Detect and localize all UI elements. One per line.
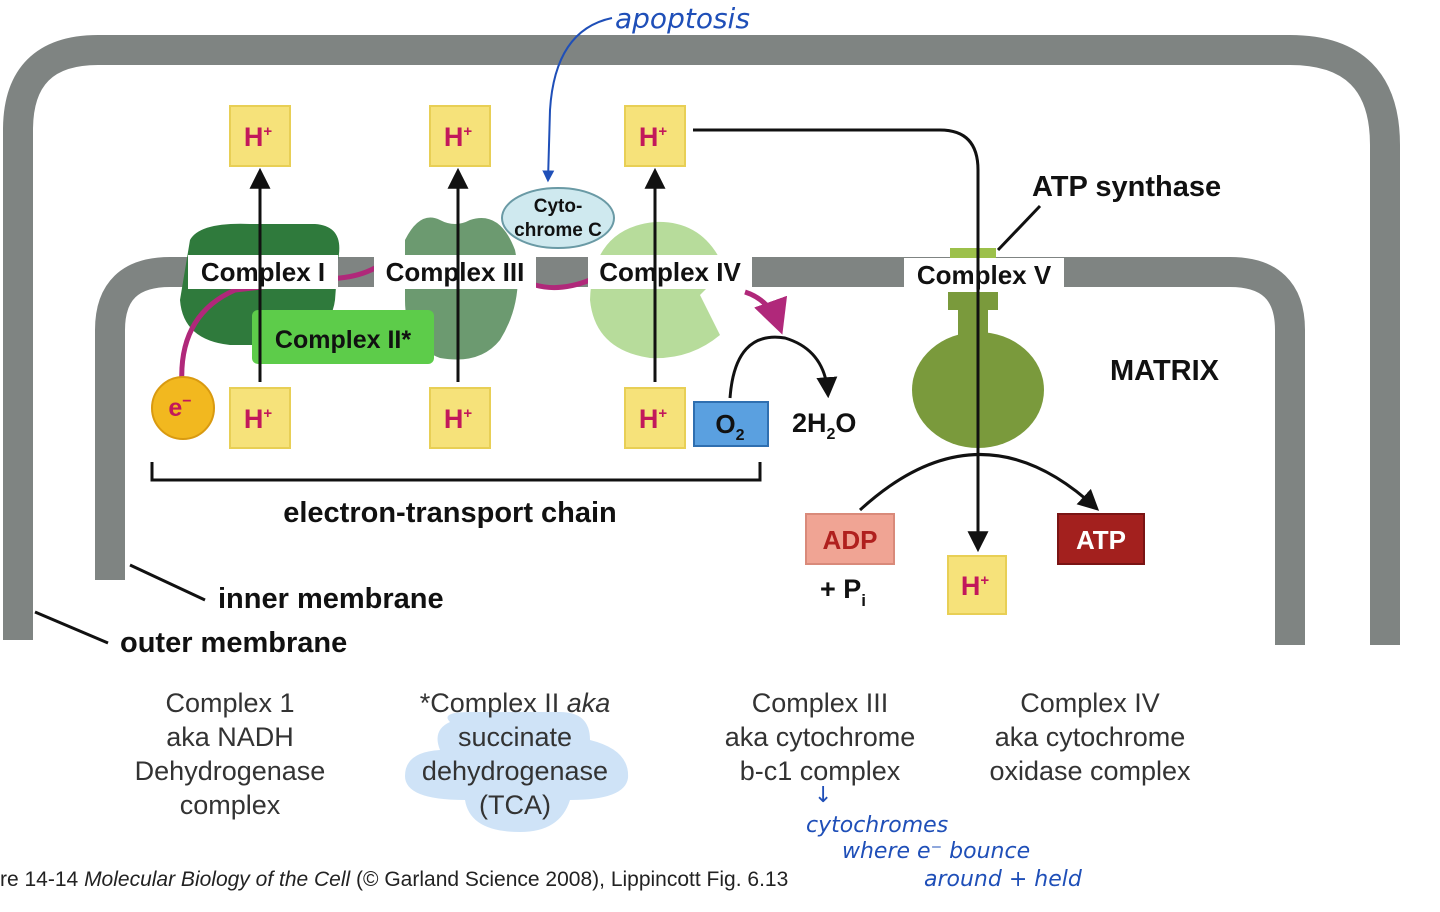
complex-4-shape (590, 221, 725, 359)
atp-synthase-stalk (950, 248, 996, 260)
caption-line: Dehydrogenase (134, 756, 326, 786)
caption-line: aka NADH (166, 722, 294, 752)
proton-return-arrow (693, 128, 989, 553)
svg-text:H+: H+ (444, 122, 473, 152)
h-plus-box: H+ (429, 387, 491, 449)
svg-text:H+: H+ (444, 404, 473, 434)
caption-complex-1: Complex 1 aka NADH Dehydrogenase complex (130, 686, 330, 822)
h-plus-box: H+ (947, 555, 1007, 615)
svg-text:H+: H+ (244, 404, 273, 434)
etc-label: electron-transport chain (283, 497, 617, 529)
caption-line: succinate (457, 722, 573, 752)
complex-3-label-box: Complex III (374, 255, 536, 289)
note-line: around + held (924, 867, 1082, 892)
caption-line: aka cytochrome (724, 722, 916, 752)
inner-membrane-label: inner membrane (218, 583, 444, 615)
svg-text:O2: O2 (715, 409, 744, 444)
caption-line: complex (179, 790, 281, 820)
svg-text:ADP: ADP (823, 525, 878, 555)
matrix-label: MATRIX (1110, 355, 1220, 387)
citation-book: Molecular Biology of the Cell (84, 868, 351, 891)
svg-text:H+: H+ (639, 404, 668, 434)
citation-figure: re 14-14 (0, 868, 85, 891)
caption-complex-4: Complex IV aka cytochrome oxidase comple… (965, 686, 1215, 788)
caption-line: b-c1 complex (739, 756, 901, 786)
o2-box: O2 (693, 401, 769, 447)
cytochrome-c-shape (501, 187, 615, 249)
svg-text:Complex V: Complex V (917, 260, 1052, 290)
complex-2-shape (252, 310, 434, 364)
atp-box: ATP (1057, 513, 1145, 565)
citation-publisher: (© Garland Science 2008), (350, 868, 611, 891)
outer-membrane-pointer (34, 610, 109, 645)
h-plus-box: H+ (229, 105, 291, 167)
atp-synthase-pointer (996, 204, 1042, 252)
complex-4-label-box: Complex IV (588, 255, 752, 289)
inner-membrane-pointer (129, 563, 206, 602)
caption-highlight (405, 712, 629, 832)
complex-1-label-box: Complex I (188, 255, 338, 289)
h-plus-box: H+ (229, 387, 291, 449)
caption-line: oxidase complex (989, 756, 1191, 786)
figure-citation: re 14-14 Molecular Biology of the Cell (… (0, 868, 788, 892)
atp-synthase-label: ATP synthase (1032, 171, 1221, 203)
svg-text:e−: e− (168, 393, 191, 422)
caption-line: dehydrogenase (421, 756, 609, 786)
etc-bracket (150, 462, 762, 482)
caption-line: Complex III (751, 688, 889, 718)
svg-text:Complex IV: Complex IV (599, 257, 741, 287)
caption-line: (TCA) (479, 790, 551, 820)
water-label: 2H2O (792, 408, 856, 443)
complex-5-label-box: Complex V (904, 258, 1064, 292)
h-plus-box: H+ (624, 105, 686, 167)
svg-text:H+: H+ (961, 571, 990, 601)
note-line: cytochromes (806, 813, 949, 838)
electron-path (179, 265, 780, 386)
svg-text:H+: H+ (639, 122, 668, 152)
cytochrome-c-label-2: chrome C (514, 220, 602, 241)
note-arrow: ↓ (814, 783, 833, 808)
adp-box: ADP (805, 513, 895, 565)
caption-complex-2: *Complex II aka succinate dehydrogenase … (395, 686, 635, 822)
citation-lippincott: Lippincott Fig. 6.13 (610, 868, 789, 891)
h-plus-box: H+ (624, 387, 686, 449)
caption-line: *Complex II aka (419, 688, 611, 718)
svg-text:H+: H+ (244, 122, 273, 152)
caption-line: Complex IV (1020, 688, 1160, 718)
svg-text:ATP: ATP (1076, 525, 1126, 555)
caption-line: Complex 1 (165, 688, 295, 718)
caption-line: aka cytochrome (994, 722, 1186, 752)
svg-text:Complex I: Complex I (201, 257, 325, 287)
h-plus-box: H+ (429, 105, 491, 167)
outer-membrane-label: outer membrane (120, 627, 347, 659)
note-line: where e⁻ bounce (842, 839, 1031, 864)
phosphate-label: + Pi (820, 574, 866, 610)
electron-icon: e− (151, 376, 215, 440)
complex-2-label: Complex II* (275, 326, 411, 354)
cytochrome-c-label-1: Cyto- (534, 196, 583, 217)
svg-text:Complex III: Complex III (386, 257, 525, 287)
outer-membrane-shape (3, 35, 1400, 645)
apoptosis-arrow (542, 17, 613, 183)
apoptosis-note: apoptosis (615, 2, 750, 35)
caption-complex-3: Complex III aka cytochrome b-c1 complex (700, 686, 940, 788)
adp-to-atp-arrow (858, 453, 1100, 512)
o2-to-water-arrow (728, 335, 838, 399)
